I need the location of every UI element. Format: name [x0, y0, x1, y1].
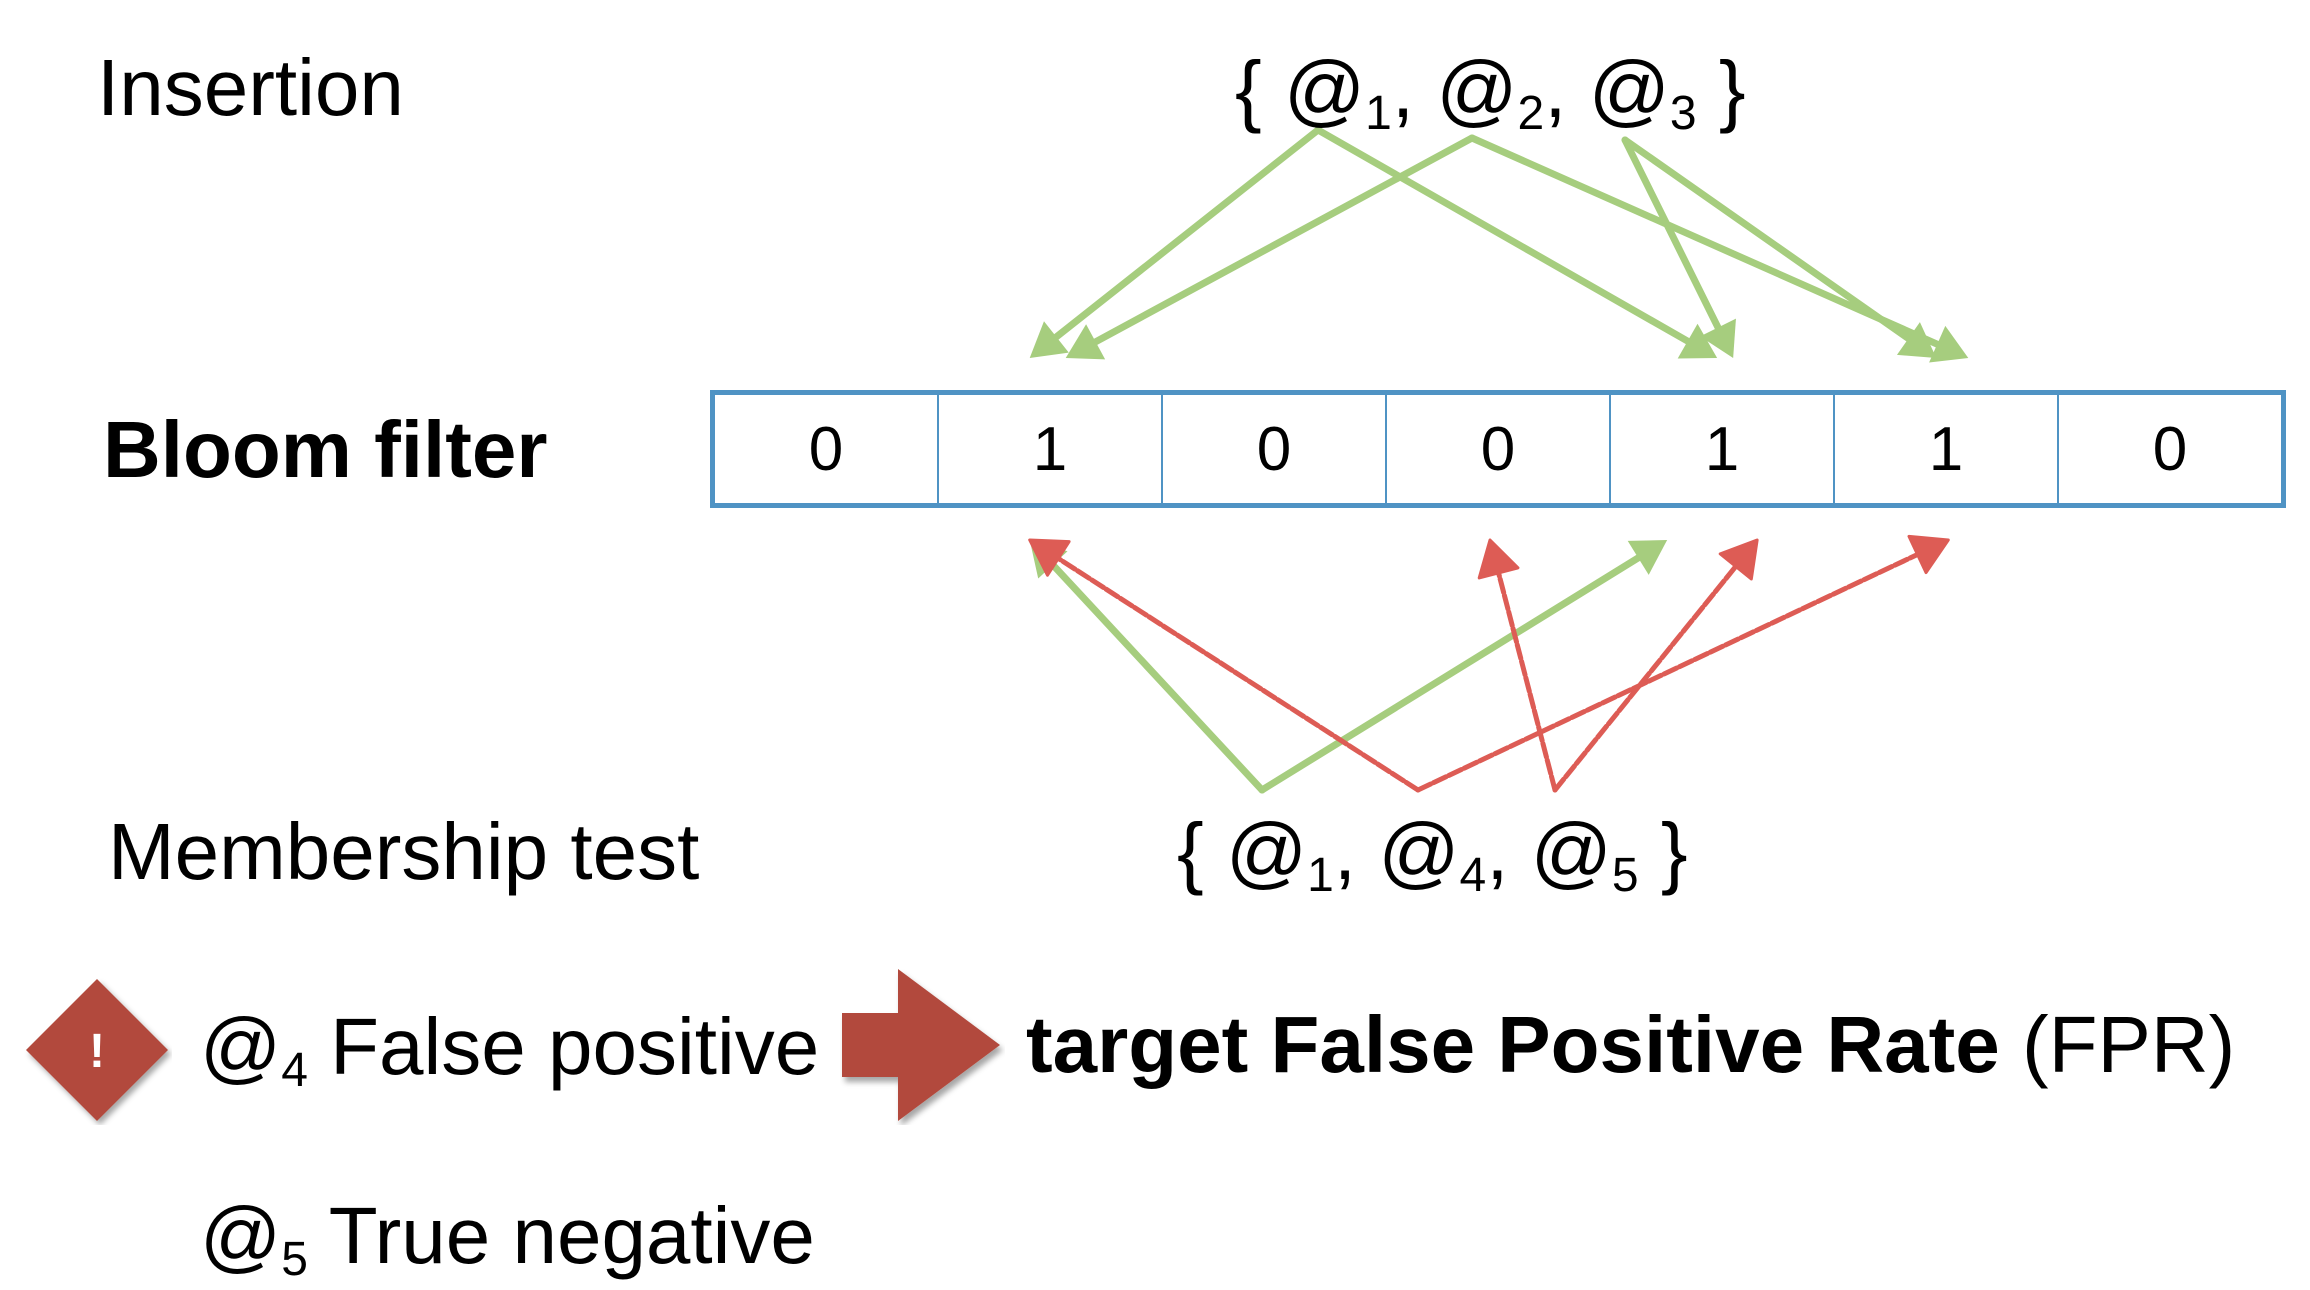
bit-cell: 1: [939, 395, 1163, 503]
bloom-filter-array: 0 1 0 0 1 1 0: [710, 390, 2286, 508]
bit-cell: 1: [1835, 395, 2059, 503]
test-set-open: {: [1177, 807, 1226, 896]
insertion-arrow: [1621, 136, 1736, 358]
warning-icon: !: [26, 979, 168, 1121]
insertion-arrow: [1621, 136, 1937, 358]
insertion-element-1: @1: [1283, 45, 1392, 140]
insertion-element-3: @3: [1588, 45, 1697, 140]
membership-test-label: Membership test: [108, 807, 700, 896]
target-fpr-bold: target False Positive Rate: [1026, 1000, 2000, 1089]
insertion-arrow: [1065, 134, 1476, 360]
bit-cell: 0: [715, 395, 939, 503]
bit-cell: 0: [1163, 395, 1387, 503]
membership-test-arrow: [1552, 538, 1759, 793]
target-fpr-abbrev: (FPR): [1999, 1000, 2236, 1089]
true-negative-note: @5 True negative: [200, 1191, 815, 1286]
insertion-arrow: [1029, 126, 1322, 358]
insertion-set-open: {: [1235, 45, 1284, 134]
bloom-filter-label: Bloom filter: [103, 405, 548, 494]
test-set-close: }: [1638, 807, 1688, 896]
membership-test-arrow: [1258, 540, 1668, 794]
bit-cell: 0: [1387, 395, 1611, 503]
warning-mark: !: [89, 1025, 105, 1078]
warning-diamond: [26, 979, 168, 1121]
insertion-arrow: [1468, 134, 1969, 363]
insertion-set-close: }: [1696, 45, 1746, 134]
insertion-set: { @1, @2, @3 }: [1235, 45, 1746, 140]
test-element-4: @4: [1378, 807, 1487, 902]
membership-test-arrow: [1028, 538, 1421, 793]
test-element-5: @5: [1530, 807, 1639, 902]
test-element-1: @1: [1225, 807, 1334, 902]
insertion-label: Insertion: [97, 43, 404, 132]
bit-cell: 0: [2152, 414, 2188, 484]
target-fpr: target False Positive Rate (FPR): [1026, 1005, 2235, 1085]
membership-test-arrow: [1477, 538, 1558, 793]
test-set: { @1, @4, @5 }: [1177, 807, 1688, 902]
big-arrow-icon: [842, 969, 1000, 1121]
insertion-arrow: [1314, 126, 1718, 359]
insertion-element-2: @2: [1436, 45, 1545, 140]
membership-test-arrow: [1415, 534, 1950, 793]
bit-cell: 1: [1611, 395, 1835, 503]
false-positive-note: @4 False positive: [200, 1002, 820, 1097]
